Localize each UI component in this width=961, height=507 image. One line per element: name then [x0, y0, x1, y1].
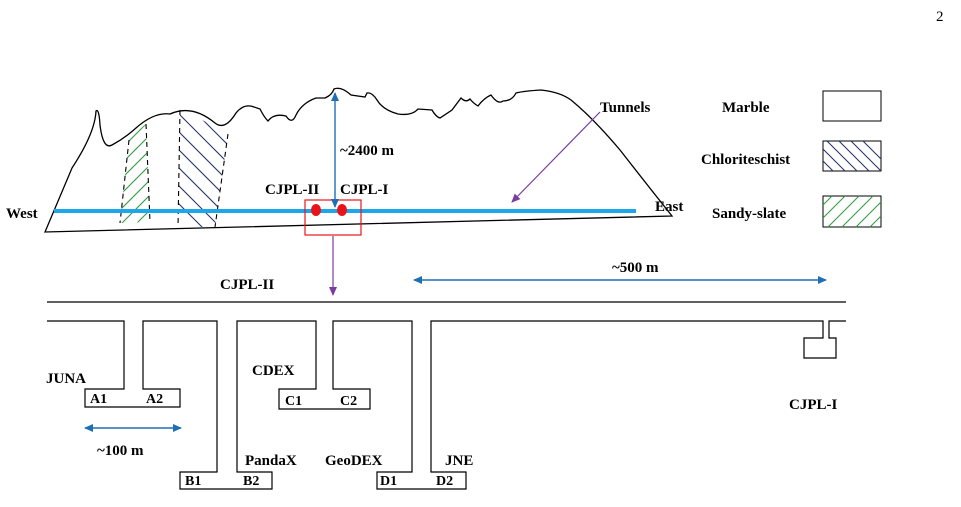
hall-c2: C2 [340, 394, 357, 409]
experiment-jne: JNE [445, 453, 473, 469]
scale-label: ~100 m [97, 443, 144, 459]
rock-legend: Marble Chloriteschist Sandy-slate [701, 90, 882, 228]
legend-chloriteschist-label: Chloriteschist [701, 152, 790, 168]
hall-a2: A2 [146, 392, 163, 407]
cjpl-i-layout-label: CJPL-I [789, 397, 837, 413]
cjpl-ii-layout: CJPL-II ~500 m A1 A2 B1 B2 C1 C2 D1 D2 J… [46, 260, 846, 490]
cjpl-i-label: CJPL-I [340, 182, 388, 198]
page-number: 2 [936, 9, 944, 25]
layout-title: CJPL-II [220, 277, 274, 293]
experiment-pandax: PandaX [245, 453, 297, 469]
chloriteschist-zone [178, 108, 228, 227]
hall-b1: B1 [185, 474, 201, 489]
legend-sandy-slate-label: Sandy-slate [712, 206, 787, 222]
experiment-juna: JUNA [46, 371, 86, 387]
tunnel-walls [47, 301, 846, 490]
sandy-slate-zone [120, 124, 150, 223]
depth-label: ~2400 m [340, 143, 395, 159]
cjpl-ii-marker [311, 204, 321, 216]
hall-c1: C1 [285, 394, 302, 409]
experiment-cdex: CDEX [252, 363, 295, 379]
experiment-geodex: GeoDEX [325, 453, 383, 469]
cjpl-ii-label: CJPL-II [265, 182, 319, 198]
tunnels-pointer-arrow [511, 111, 601, 203]
span-label: ~500 m [612, 260, 659, 276]
hall-b2: B2 [243, 474, 259, 489]
legend-marble-label: Marble [722, 100, 770, 116]
legend-sandy-slate-swatch [822, 195, 882, 228]
hall-a1: A1 [90, 392, 107, 407]
tunnels-label: Tunnels [600, 100, 650, 116]
legend-marble-swatch [822, 90, 882, 122]
mountain-cross-section: ~2400 m Tunnels CJPL-II CJPL-I West East [6, 87, 683, 296]
west-label: West [6, 206, 38, 222]
hall-d2: D2 [436, 474, 453, 489]
cjpl-i-marker [337, 204, 347, 216]
mountain-outline [44, 87, 674, 233]
east-label: East [655, 199, 683, 215]
hall-d1: D1 [380, 474, 397, 489]
